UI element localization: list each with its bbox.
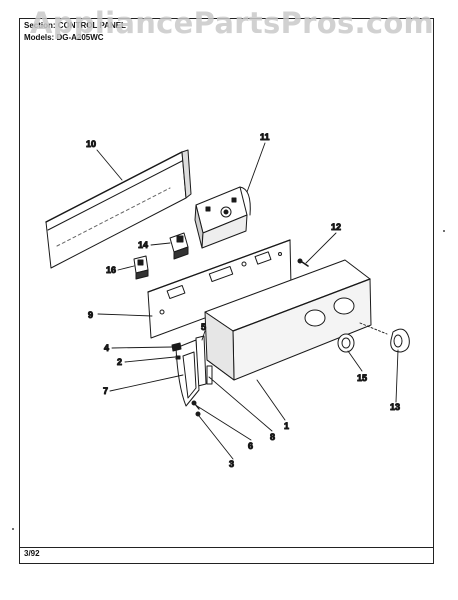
part-8-shape [206,365,213,385]
leader-lines [96,142,399,460]
watermark-text: AppliancePartsPros.com [30,6,435,40]
part-1-shape [204,259,372,381]
part-7-shape [175,339,200,407]
callout-11: 11 [260,132,270,142]
part-4-shape [171,342,182,352]
diagram-frame [19,18,434,564]
part-6-shape [191,400,200,410]
callout-14: 14 [138,240,148,250]
part-11-shape [194,186,251,249]
callout-4: 4 [104,343,109,353]
footer-divider [19,547,434,548]
scan-speck [12,528,14,530]
section-header: Section: CONTROL PANEL [24,21,126,30]
callout-7: 7 [103,386,108,396]
part-15-shape [337,333,355,353]
part-14-shape [169,232,189,260]
section-label: Section: [24,21,56,30]
callout-2: 2 [117,357,122,367]
callout-15: 15 [357,373,367,383]
callout-12: 12 [331,222,341,232]
callout-9: 9 [88,310,93,320]
scan-speck [443,230,445,232]
callout-13: 13 [390,402,400,412]
models-label: Models: [24,33,55,42]
models-value: DG-A205WC [56,33,104,42]
callout-5: 5 [201,322,206,332]
revision-date: 3/92 [24,549,40,558]
part-10-shape [45,149,192,269]
part-13-shape [390,328,410,353]
callout-10: 10 [86,139,96,149]
part-12-shape [297,258,309,267]
part-3-shape [195,411,201,417]
callout-16: 16 [106,265,116,275]
callout-6: 6 [248,441,253,451]
part-2-shape [175,355,181,360]
section-value: CONTROL PANEL [57,21,126,30]
part-16-shape [133,255,149,280]
callout-3: 3 [229,459,234,469]
models-header: Models: DG-A205WC [24,33,104,42]
callout-labels: 10 11 12 14 16 9 5 4 2 7 8 1 6 3 15 13 [86,132,401,470]
callout-1: 1 [284,421,289,431]
callout-8: 8 [270,432,275,442]
